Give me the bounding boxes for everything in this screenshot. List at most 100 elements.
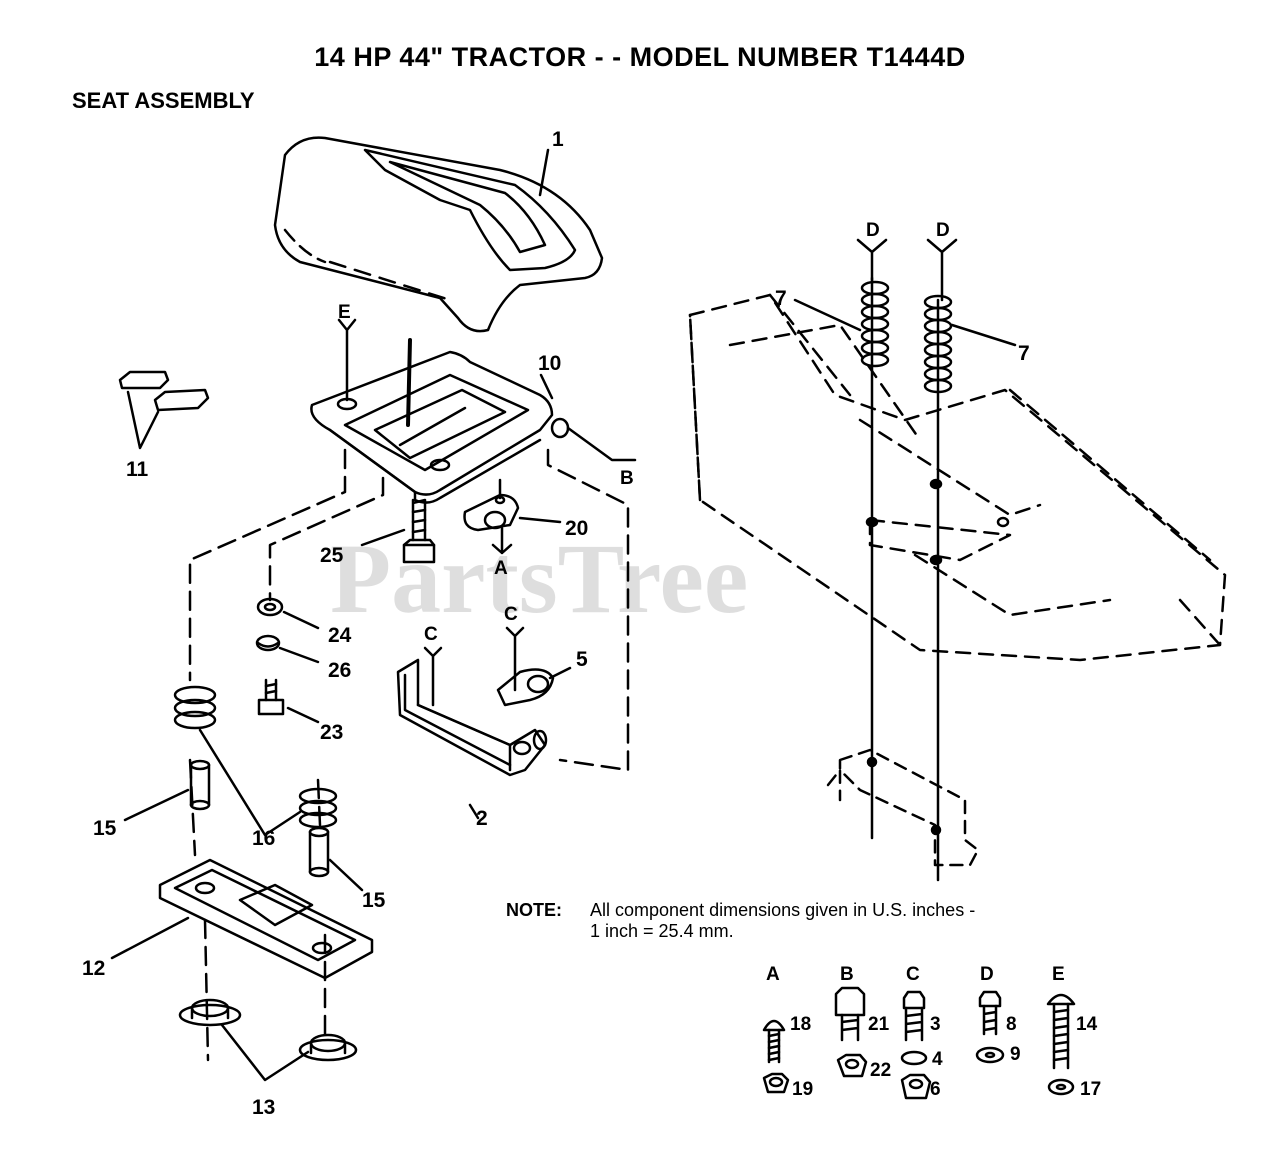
grommet-left <box>178 998 242 1027</box>
hole <box>929 554 943 566</box>
seat-bracket <box>396 658 548 777</box>
hex-bolt <box>257 678 285 716</box>
e-marker <box>337 318 357 402</box>
callout-11: 11 <box>126 458 149 481</box>
callout-23: 23 <box>320 721 343 744</box>
a-marker <box>491 526 513 555</box>
hardware-c <box>900 990 932 1100</box>
hw-part-3: 3 <box>930 1014 941 1035</box>
hw-letter-d: D <box>980 964 994 985</box>
hole <box>996 516 1010 528</box>
bushing-left <box>189 759 211 811</box>
leader-line <box>518 516 562 524</box>
note-text: All component dimensions given in U.S. i… <box>590 900 1110 942</box>
leader-line <box>282 610 320 630</box>
hw-part-17: 17 <box>1080 1079 1101 1100</box>
callout-5: 5 <box>576 648 588 671</box>
callout-24: 24 <box>328 624 352 647</box>
hardware-d <box>975 990 1005 1064</box>
note-line-1: All component dimensions given in U.S. i… <box>590 900 976 920</box>
hw-part-19: 19 <box>792 1079 813 1100</box>
hw-part-14: 14 <box>1076 1014 1098 1035</box>
hw-part-6: 6 <box>930 1079 941 1100</box>
letter-d-left: D <box>866 220 880 241</box>
bushing-right <box>308 826 330 878</box>
callout-2: 2 <box>476 807 488 830</box>
leader-line <box>328 858 364 892</box>
callout-26: 26 <box>328 659 351 682</box>
callout-7-left: 7 <box>775 287 787 310</box>
hw-part-8: 8 <box>1006 1014 1017 1035</box>
hw-letter-c: C <box>906 964 920 985</box>
hw-letter-b: B <box>840 964 854 985</box>
leader-line <box>123 788 190 822</box>
leader-line <box>566 426 637 462</box>
hardware-a <box>762 1019 790 1094</box>
leader-line <box>950 323 1017 347</box>
leader-line <box>539 373 554 400</box>
letter-c-left: C <box>424 624 438 645</box>
spring-washer <box>255 634 281 652</box>
c-marker <box>423 646 443 707</box>
bracket-clamp <box>496 668 555 707</box>
hw-part-22: 22 <box>870 1060 891 1081</box>
hw-part-18: 18 <box>790 1014 811 1035</box>
spring-right <box>298 787 338 829</box>
leader-line <box>548 666 572 680</box>
hw-letter-e: E <box>1052 964 1065 985</box>
note-label: NOTE: <box>506 900 562 920</box>
shoulder-bolt <box>402 498 436 564</box>
callout-13: 13 <box>252 1096 275 1119</box>
leader-line <box>278 646 320 664</box>
letter-d-right: D <box>936 220 950 241</box>
letter-b: B <box>620 468 634 489</box>
callout-10: 10 <box>538 352 561 375</box>
hole <box>929 478 943 490</box>
leader-line <box>538 148 550 197</box>
hardware-e <box>1046 993 1076 1096</box>
d-marker-left <box>856 238 888 282</box>
letter-c-right: C <box>504 604 518 625</box>
leader-line <box>360 528 406 547</box>
seat-cushion <box>273 136 604 333</box>
hole <box>866 756 878 768</box>
hw-part-9: 9 <box>1010 1044 1021 1065</box>
seat-pan <box>310 338 570 504</box>
page-title: 14 HP 44" TRACTOR - - MODEL NUMBER T1444… <box>314 42 966 72</box>
watermark: PartsTree <box>330 523 748 634</box>
hardware-b <box>834 986 868 1078</box>
seat-pads <box>118 370 210 450</box>
grommet-right <box>298 1033 358 1062</box>
seat-clamp <box>463 493 520 532</box>
lock-washer <box>256 597 284 617</box>
letter-e: E <box>338 302 351 323</box>
base-plate <box>158 858 374 980</box>
callout-20: 20 <box>565 517 588 540</box>
leader-line <box>793 298 862 332</box>
leader-line <box>220 1023 310 1082</box>
leader-line <box>198 728 302 837</box>
spring-left <box>173 685 217 730</box>
hw-part-4: 4 <box>932 1049 943 1070</box>
leader-line <box>468 803 480 820</box>
callout-15-right: 15 <box>362 889 386 912</box>
rod-spring-right <box>923 294 953 394</box>
callout-15-left: 15 <box>93 817 117 840</box>
note-line-2: 1 inch = 25.4 mm. <box>590 921 734 941</box>
d-marker-right <box>926 238 958 302</box>
mounting-bracket <box>826 748 980 867</box>
letter-a: A <box>494 558 508 579</box>
callout-12: 12 <box>82 957 105 980</box>
hw-part-21: 21 <box>868 1014 890 1035</box>
c-marker-2 <box>505 626 525 692</box>
callout-16: 16 <box>252 827 275 850</box>
tractor-fender <box>688 293 1227 662</box>
hole <box>865 516 879 528</box>
hw-letter-a: A <box>766 964 780 985</box>
hole <box>930 824 942 836</box>
leader-line <box>286 706 320 724</box>
leader-line <box>110 916 190 960</box>
rod-spring-left <box>860 280 890 368</box>
callout-7-right: 7 <box>1018 342 1030 365</box>
